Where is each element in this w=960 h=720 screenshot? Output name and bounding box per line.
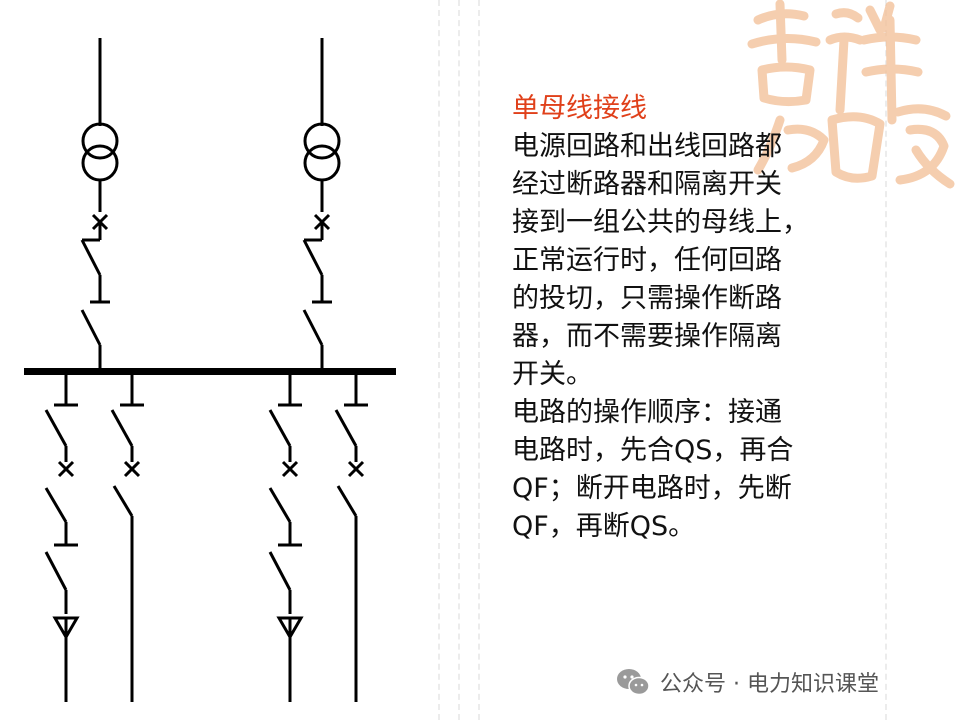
disconnector-blade	[80, 239, 102, 276]
feeder-1	[44, 372, 80, 702]
wechat-icon	[617, 669, 650, 696]
feeder-3	[268, 372, 304, 702]
footer-label: 公众号 · 电力知识课堂	[660, 672, 879, 697]
breaker-cross-icon	[347, 460, 365, 478]
feeder-2	[110, 372, 144, 702]
transformer-winding-icon	[303, 144, 341, 182]
dashed-divider	[458, 0, 460, 720]
breaker-cross-icon	[57, 460, 75, 478]
slide-title: 单母线接线	[512, 93, 647, 124]
operation-sequence-paragraph: 电路的操作顺序：接通 电路时，先合QS，再合 QF；断开电路时，先断 QF，再断…	[512, 397, 794, 542]
feeder-4	[334, 372, 368, 702]
single-bus-diagram	[24, 38, 396, 702]
breaker-cross-icon	[123, 460, 141, 478]
bus-bar	[24, 368, 396, 375]
transformer-winding-icon	[81, 122, 119, 160]
source-circuit-1	[80, 38, 119, 372]
transformer-winding-icon	[303, 122, 341, 160]
calligraphy-watermark	[747, 0, 955, 189]
source-circuit-2	[302, 38, 341, 372]
disconnector-blade	[80, 309, 102, 346]
dashed-divider	[438, 0, 440, 720]
dashed-divider	[478, 0, 480, 720]
dashed-divider	[885, 0, 887, 720]
transformer-winding-icon	[81, 144, 119, 182]
description-paragraph: 电源回路和出线回路都 经过断路器和隔离开关 接到一组公共的母线上， 正常运行时，…	[512, 131, 809, 390]
description-text: 单母线接线 电源回路和出线回路都 经过断路器和隔离开关 接到一组公共的母线上， …	[512, 90, 842, 546]
footer-account: 公众号 · 电力知识课堂	[616, 664, 879, 700]
breaker-cross-icon	[281, 460, 299, 478]
